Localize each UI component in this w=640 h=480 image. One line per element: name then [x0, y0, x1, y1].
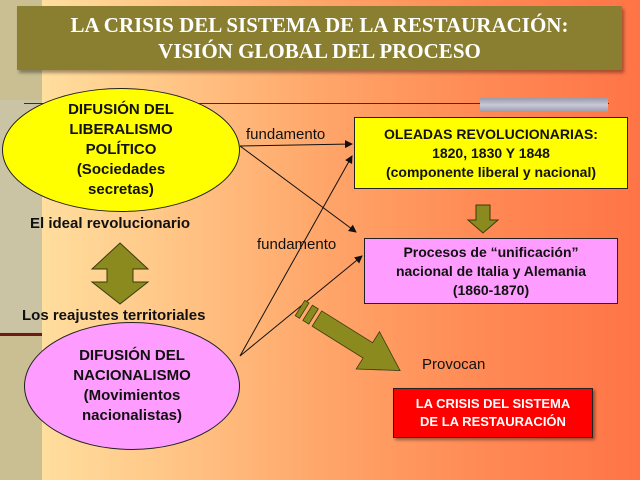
node-text: (componente liberal y nacional) — [385, 163, 597, 180]
node-text: POLÍTICO — [85, 141, 157, 158]
label-fundamento-top: fundamento — [246, 126, 326, 143]
title-line-1: LA CRISIS DEL SISTEMA DE LA RESTAURACIÓN… — [70, 13, 569, 37]
arrow-lib-to-unificacion — [239, 145, 357, 233]
arrow-nac-to-oleadas — [239, 155, 353, 357]
title-line-2: VISIÓN GLOBAL DEL PROCESO — [158, 39, 481, 63]
node-unificacion: Procesos de “unificación” nacional de It… — [364, 238, 618, 304]
node-crisis: LA CRISIS DEL SISTEMA DE LA RESTAURACIÓN — [393, 388, 593, 438]
node-liberalismo: DIFUSIÓN DEL LIBERALISMO POLÍTICO (Socie… — [2, 88, 240, 212]
node-nacionalismo: DIFUSIÓN DEL NACIONALISMO (Movimientos n… — [24, 322, 240, 450]
left-decor-line — [0, 333, 42, 336]
label-reajustes: Los reajustes territoriales — [22, 307, 206, 324]
provocan-arrow-icon — [294, 299, 401, 371]
node-text: LIBERALISMO — [69, 121, 173, 138]
down-arrow-icon — [466, 204, 500, 234]
double-arrow-icon — [90, 242, 150, 305]
label-ideal: El ideal revolucionario — [30, 215, 191, 232]
node-text: (1860-1870) — [452, 281, 530, 298]
node-text: OLEADAS REVOLUCIONARIAS: — [384, 125, 598, 142]
node-text: Procesos de “unificación” — [403, 243, 579, 260]
divider-line — [24, 103, 609, 104]
node-text: (Sociedades — [76, 161, 166, 178]
arrow-lib-to-oleadas — [239, 140, 353, 149]
node-text: NACIONALISMO — [73, 367, 191, 384]
node-text: secretas) — [88, 181, 154, 198]
node-text: LA CRISIS DEL SISTEMA — [415, 396, 571, 411]
slide-title: LA CRISIS DEL SISTEMA DE LA RESTAURACIÓN… — [17, 6, 622, 70]
node-text: DIFUSIÓN DEL — [79, 347, 185, 364]
decor-grey-bar — [480, 98, 608, 112]
node-text: nacionalistas) — [81, 407, 183, 424]
label-provocan: Provocan — [422, 356, 486, 373]
node-text: DIFUSIÓN DEL — [68, 101, 174, 118]
node-text: (Movimientos — [83, 387, 181, 404]
label-fundamento-mid: fundamento — [257, 236, 337, 253]
node-text: DE LA RESTAURACIÓN — [420, 414, 566, 429]
node-oleadas: OLEADAS REVOLUCIONARIAS: 1820, 1830 Y 18… — [354, 117, 628, 189]
node-text: 1820, 1830 Y 1848 — [432, 144, 550, 161]
node-text: nacional de Italia y Alemania — [395, 262, 587, 279]
